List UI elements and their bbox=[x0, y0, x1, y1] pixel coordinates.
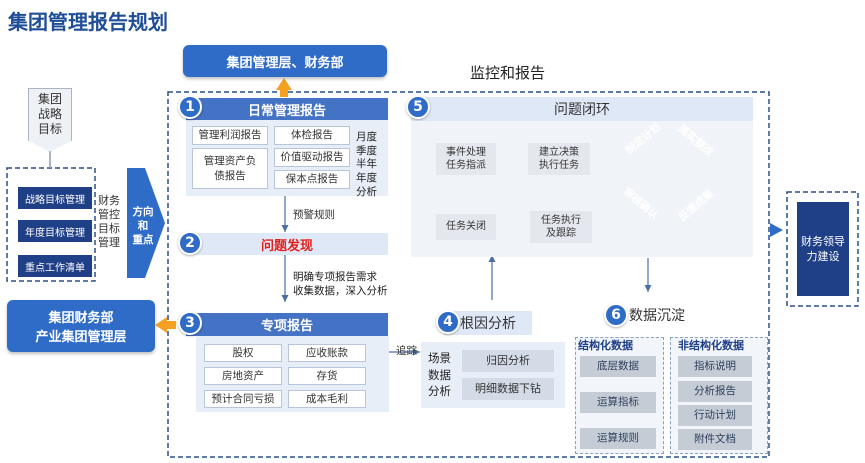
period-line: 季度 bbox=[356, 144, 377, 157]
left-management-box: 集团财务部 产业集团管理层 bbox=[7, 300, 155, 352]
flow-line: 任务执行 bbox=[541, 214, 581, 226]
strategy-item: 重点工作清单 bbox=[18, 255, 92, 277]
period-line: 半年 bbox=[356, 158, 377, 171]
section6-header: 数据沉淀 bbox=[612, 303, 702, 327]
section3-cell: 房地资产 bbox=[204, 367, 282, 385]
section1-cell: 管理利润报告 bbox=[192, 126, 268, 145]
leadership-box: 财务领导 力建设 bbox=[797, 202, 849, 296]
scene-line: 数据 bbox=[428, 367, 451, 382]
flow-line: 执行任务 bbox=[539, 160, 579, 171]
edge-trace-label: 追踪 bbox=[396, 345, 417, 357]
section1-periods: 月度 季度 半年 年度 分析 bbox=[356, 131, 377, 199]
section5-number: 5 bbox=[406, 95, 430, 119]
right-frame bbox=[786, 191, 859, 307]
orange-up-arrow bbox=[276, 78, 292, 97]
finance-line: 财务 bbox=[98, 194, 120, 207]
section3-number: 3 bbox=[178, 311, 202, 335]
section2-number: 2 bbox=[178, 231, 202, 255]
strategy-frame bbox=[6, 167, 96, 282]
flow-line: 事件处理 bbox=[446, 146, 486, 158]
monitor-label: 监控和报告 bbox=[470, 64, 546, 82]
period-line: 年度 bbox=[356, 171, 377, 184]
unstructured-title: 非结构化数据 bbox=[678, 339, 744, 352]
finance-line: 管控 bbox=[98, 208, 120, 222]
direction-arrow-shape bbox=[127, 168, 165, 278]
section4-side-label: 场景 数据 分析 bbox=[428, 350, 451, 400]
section1-header: 日常管理报告 bbox=[186, 98, 388, 120]
page-title: 集团管理报告规划 bbox=[8, 10, 168, 34]
left-box-line2: 产业集团管理层 bbox=[35, 330, 127, 345]
unstructured-item: 行动计划 bbox=[678, 405, 752, 426]
finance-line: 目标 bbox=[98, 222, 120, 236]
section1-number: 1 bbox=[178, 95, 202, 119]
strategy-item: 年度目标管理 bbox=[18, 220, 92, 242]
top-management-box: 集团管理层、财务部 bbox=[183, 45, 387, 77]
direction-arrow-label: 方向 和 重点 bbox=[128, 205, 158, 248]
edge-warning-label: 预警规则 bbox=[293, 209, 335, 221]
scene-line: 场景 bbox=[428, 351, 451, 365]
section5-header: 问题闭环 bbox=[411, 97, 753, 121]
structured-item: 运算规则 bbox=[580, 428, 656, 449]
analysis-line: 明确专项报告需求 bbox=[293, 271, 377, 283]
flow-line: 任务指派 bbox=[446, 160, 486, 171]
flow-line: 建立决策 bbox=[539, 146, 579, 158]
main-frame bbox=[167, 91, 770, 458]
structured-item: 底层数据 bbox=[580, 356, 656, 377]
flow-box: 事件处理 任务指派 bbox=[436, 143, 496, 175]
section3-cell: 应收账款 bbox=[288, 344, 366, 362]
flow-box: 建立决策 执行任务 bbox=[528, 143, 590, 175]
direction-line: 重点 bbox=[132, 234, 154, 247]
section3-cell: 成本毛利 bbox=[288, 390, 366, 408]
scene-line: 分析 bbox=[428, 384, 451, 399]
period-line: 月度 bbox=[356, 131, 377, 143]
period-line: 分析 bbox=[356, 185, 377, 198]
direction-line: 方向 bbox=[132, 206, 154, 218]
section1-cell: 体检报告 bbox=[274, 126, 350, 145]
goal-line: 目标 bbox=[37, 122, 62, 136]
orange-left-arrow bbox=[155, 317, 176, 333]
direction-line: 和 bbox=[137, 220, 149, 233]
section4-cell: 归因分析 bbox=[462, 350, 554, 372]
flow-line: 及跟踪 bbox=[546, 228, 576, 239]
unstructured-item: 指标说明 bbox=[678, 356, 752, 377]
section1-cell: 保本点报告 bbox=[274, 170, 350, 189]
finance-control-label: 财务 管控 目标 管理 bbox=[98, 194, 120, 250]
section4-cell: 明细数据下钻 bbox=[462, 378, 554, 400]
left-box-line1: 集团财务部 bbox=[48, 311, 114, 326]
flow-box: 任务执行 及跟踪 bbox=[530, 211, 592, 243]
analysis-line: 收集数据，深入分析 bbox=[293, 285, 388, 298]
arrow-to-right-box bbox=[770, 223, 783, 237]
section2-header: 问题发现 bbox=[186, 233, 388, 255]
section3-cell: 存货 bbox=[288, 367, 366, 385]
section3-cell: 预计合同亏损 bbox=[204, 390, 282, 408]
unstructured-item: 附件文档 bbox=[678, 429, 752, 450]
section4-number: 4 bbox=[436, 310, 460, 334]
section3-header: 专项报告 bbox=[186, 313, 388, 336]
flow-box: 任务关闭 bbox=[436, 214, 496, 240]
section6-number: 6 bbox=[604, 303, 628, 327]
goal-line: 集团 bbox=[37, 92, 62, 106]
section1-cell: 管理资产负债报告 bbox=[192, 148, 268, 189]
unstructured-item: 分析报告 bbox=[678, 381, 752, 402]
structured-item: 运算指标 bbox=[580, 392, 656, 413]
finance-line: 管理 bbox=[98, 236, 120, 250]
structured-title: 结构化数据 bbox=[578, 339, 633, 352]
section3-cell: 股权 bbox=[204, 344, 282, 362]
goal-line: 战略 bbox=[37, 107, 62, 121]
edge-analysis-label: 明确专项报告需求 收集数据，深入分析 bbox=[293, 270, 388, 298]
strategy-goal-pentagon: 集团 战略 目标 bbox=[28, 88, 72, 152]
strategy-item: 战略目标管理 bbox=[18, 187, 92, 209]
section1-cell: 价值驱动报告 bbox=[274, 148, 350, 167]
leadership-line: 力建设 bbox=[806, 250, 840, 263]
leadership-line: 财务领导 bbox=[801, 234, 845, 248]
